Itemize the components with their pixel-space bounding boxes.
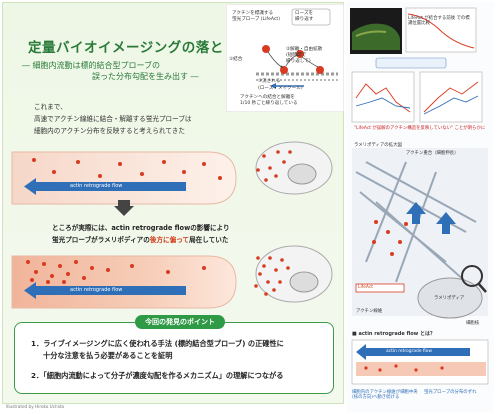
probe-free-1 — [262, 45, 270, 53]
sidebar-caption-2: "LifeAct が誤解のアクチン構造を反映していない" ことが明らかに — [354, 126, 486, 131]
probe-free-2 — [296, 50, 304, 58]
sidebar-badge-label: LifeAct — [358, 285, 373, 290]
sidebar-lamella-label: ラメリポディア — [434, 296, 465, 301]
sidebar-flow-section: ■ actin retrograde flow とは？ — [352, 331, 435, 337]
upper-flow-label: actin retrograde flow — [70, 183, 123, 189]
point-2: 2．「細胞内流動によって分子が濃度勾配を作るメカニズム」の理解につながる — [31, 371, 284, 380]
upper-lamella-diagram — [11, 141, 333, 205]
sidebar-caption-1: LifeAct が結合する前後 での標識位置比較 — [408, 16, 470, 26]
upper-probe-dots — [32, 158, 222, 180]
illustration-credit: Illustrated by Hiroko Uchida — [6, 404, 65, 409]
right-sidebar: LifeAct が結合する前後 での標識位置比較 "LifeAct が誤解のアク… — [346, 2, 494, 412]
finding-line-2-c: 局在していた — [189, 236, 229, 244]
finding-line-1: ところが実際には、actin retrograde flowの影響により — [52, 222, 230, 232]
caption-box-1 — [375, 57, 447, 69]
subtitle-line-2: 誤った分布勾配を生み出す ― — [92, 72, 199, 81]
probe-label: アクチンを標識する 蛍光プローブ (LifeAct) — [232, 11, 280, 22]
probe-bound — [280, 66, 288, 74]
page-title: 定量バイオイメージングの落とし穴 — [28, 40, 252, 56]
lower-flow-arrow — [36, 286, 186, 295]
step-3-label: ③流される — [258, 79, 281, 84]
profile-plot-2 — [419, 71, 483, 123]
step-2-label: ②解離・自由拡散 (短時間で 繰り返して) — [286, 47, 323, 64]
finding-line-2-a: 蛍光プローブがラメリポディアの — [52, 236, 150, 244]
key-points-header: 今回の発見のポイント — [135, 315, 225, 329]
cycle-label: ローズを 繰り返す — [295, 11, 314, 22]
sidebar-note-actin: アクチン重合（細胞伸長） — [406, 151, 459, 156]
binding-schematic — [226, 4, 344, 112]
upper-cell-dots — [256, 150, 292, 182]
down-arrow — [114, 200, 134, 216]
point-1-line-2: 十分な注意を払う必要があることを証明 — [43, 351, 173, 360]
lower-lamella-diagram — [11, 245, 333, 309]
magnifier-icon — [461, 265, 483, 287]
finding-line-2-highlight: 後方に偏って — [149, 236, 190, 244]
finding-line-1-c: の影響により — [190, 224, 230, 232]
finding-line-1-a: ところが実際には、 — [52, 224, 112, 232]
key-points-box: 今回の発見のポイント 1．ライブイメージングに広く使われる手法 (標的結合型プロ… — [14, 315, 334, 394]
sidebar-caption-left: 細胞内のアクチン線維が細胞中央 (核の方向)へ動き続ける — [352, 390, 418, 400]
finding-line-2: 蛍光プローブがラメリポディアの後方に偏って局在していた — [52, 234, 228, 244]
step-1-label: ①結合 — [229, 57, 243, 62]
sidebar-probe-legend: アクチン線維 — [356, 309, 383, 314]
sidebar-flow-label: actin retrograde flow — [386, 349, 432, 354]
finding-line-1-b: actin retrograde flow — [111, 224, 191, 232]
sidebar-cell-label: 細胞核 — [466, 321, 480, 326]
lower-cell-dots — [254, 256, 290, 296]
schematic-note: アクチンへの結合と解離を 1/10 秒ごと繰り返している — [240, 95, 298, 106]
intro-line-2: 高速でアクチン線維に結合・解離する蛍光プローブは — [34, 115, 192, 123]
upper-flow-arrow — [36, 182, 186, 191]
intro-line-3: 細胞内のアクチン分布を反映すると考えられてきた — [34, 127, 185, 135]
lifeact-badge — [355, 283, 405, 293]
point-1-line-1: 1．ライブイメージングに広く使われる手法 (標的結合型プローブ) の正確性に — [31, 339, 284, 348]
intro-line-1: これまで、 — [34, 103, 67, 111]
lower-probe-dots — [26, 260, 206, 284]
subtitle-line-1: ― 細胞内流動は標的結合型プローブの — [22, 61, 161, 70]
sidebar-caption-right: 蛍光プローブの分布のずれ — [424, 390, 477, 395]
sidebar-figures — [350, 7, 489, 385]
profile-plot-1 — [351, 71, 415, 123]
probe-bound-2 — [316, 66, 324, 74]
step-3-note: (ローズ・メイクール) — [258, 86, 303, 91]
sidebar-note-lamella: ラメリポディアの拡大図 — [354, 143, 402, 148]
lower-flow-label: actin retrograde flow — [70, 287, 123, 293]
